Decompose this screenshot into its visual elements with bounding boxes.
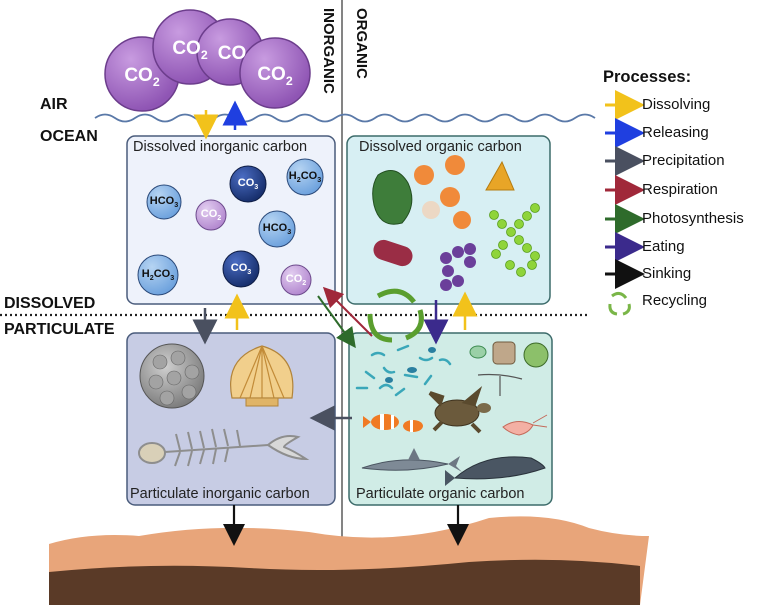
pic-title: Particulate inorganic carbon xyxy=(130,486,310,502)
ocean-surface-wave xyxy=(94,113,596,123)
sea-turtle xyxy=(428,385,491,434)
shark xyxy=(361,448,462,472)
recycling-icon xyxy=(367,288,424,343)
poc-organisms xyxy=(355,341,549,486)
shrimp xyxy=(502,414,548,436)
air-co2-bubbles xyxy=(104,9,311,112)
clownfish xyxy=(363,414,423,432)
inorganic-label: INORGANIC xyxy=(320,8,337,94)
legend-item-photosynthesis: Photosynthesis xyxy=(642,210,744,227)
dissolved-label: DISSOLVED xyxy=(4,295,96,312)
doc-organic-molecules xyxy=(372,155,540,291)
whale xyxy=(445,456,546,486)
legend-item-dissolving: Dissolving xyxy=(642,96,711,113)
dic-molecule-label: H2CO3 xyxy=(288,170,322,185)
legend-item-sinking: Sinking xyxy=(642,265,692,282)
dic-molecule-label: HCO3 xyxy=(149,195,179,210)
organic-label: ORGANIC xyxy=(353,8,370,79)
air-co2-label: CO2 xyxy=(257,64,293,88)
air-co2-label: CO2 xyxy=(124,65,160,89)
legend-item-recycling: Recycling xyxy=(642,292,708,309)
air-co2-label: CO xyxy=(217,43,247,64)
dic-molecule-label: CO2 xyxy=(285,273,307,288)
dic-molecule-label: CO3 xyxy=(230,262,252,277)
dic-molecule-label: CO3 xyxy=(237,177,259,192)
legend-item-releasing: Releasing xyxy=(642,124,709,141)
legend-item-respiration: Respiration xyxy=(642,181,718,198)
legend-item-eating: Eating xyxy=(642,238,685,255)
legend-arrows xyxy=(605,90,645,316)
seafloor-sediment xyxy=(49,516,649,605)
legend-item-precipitation: Precipitation xyxy=(642,152,725,169)
respiration-arrow xyxy=(322,286,373,337)
pic-organisms xyxy=(138,343,310,467)
dic-molecule-label: CO2 xyxy=(200,208,222,223)
ocean-label: OCEAN xyxy=(40,128,98,145)
doc-title: Dissolved organic carbon xyxy=(359,139,522,155)
dic-molecules xyxy=(137,158,324,296)
dic-molecule-label: H2CO3 xyxy=(141,268,175,283)
dic-molecule-label: HCO3 xyxy=(262,222,292,237)
particulate-label: PARTICULATE xyxy=(4,321,115,338)
poc-title: Particulate organic carbon xyxy=(356,486,525,502)
legend-title: Processes: xyxy=(603,68,692,86)
air-label: AIR xyxy=(40,96,68,113)
photosynthesis-arrow xyxy=(317,295,356,349)
dic-title: Dissolved inorganic carbon xyxy=(133,139,308,155)
air-co2-label: CO2 xyxy=(172,38,208,62)
